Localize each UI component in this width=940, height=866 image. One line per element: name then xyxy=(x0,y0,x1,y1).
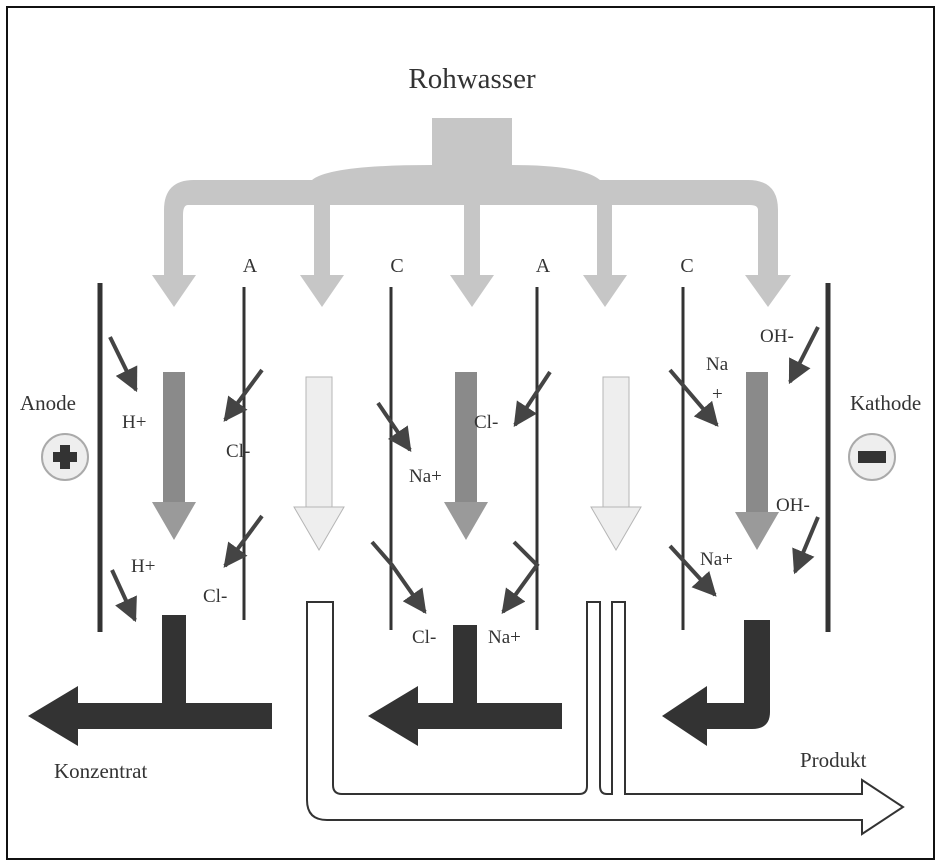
membrane-label-a2: A xyxy=(536,255,551,277)
plus-icon xyxy=(41,433,89,481)
ion-arrow-oh-cathode-bottom xyxy=(792,516,820,575)
ion-label-h-bottom: H+ xyxy=(131,556,155,577)
concentrate-flow-arrow-2 xyxy=(444,372,488,540)
ion-label-na-c2-top-2: + xyxy=(712,384,723,405)
ion-label-na-c2-bottom: Na+ xyxy=(700,549,733,570)
concentrate-label: Konzentrat xyxy=(54,759,147,783)
concentrate-arrow-3 xyxy=(662,620,770,746)
ion-label-cl-a1-bottom: Cl- xyxy=(203,586,227,607)
membrane-label-c2: C xyxy=(680,255,693,277)
membrane-label-c1: C xyxy=(390,255,403,277)
membrane-label-a1: A xyxy=(243,255,258,277)
concentrate-arrow-2 xyxy=(368,686,562,746)
ion-label-na-c1-top: Na+ xyxy=(409,466,442,487)
ion-arrow-h-anode-top xyxy=(108,336,138,393)
concentrate-flow-arrow-3 xyxy=(735,372,779,550)
ion-arrow-na-c2-bottom xyxy=(668,544,717,597)
ion-arrow-na-c1-top xyxy=(376,401,412,452)
inlet-arrow-5 xyxy=(745,275,791,307)
ion-arrow-cl-a1-top xyxy=(223,368,264,422)
ion-label-cl-c1-bottom: Cl- xyxy=(412,627,436,648)
inlet-arrow-2 xyxy=(300,275,344,307)
minus-icon xyxy=(848,433,896,481)
ion-arrow-na-a2-bottom xyxy=(501,540,540,614)
inlet-arrow-3 xyxy=(450,275,494,307)
product-label: Produkt xyxy=(800,748,867,772)
inlet-arrow-1 xyxy=(152,275,196,307)
ion-label-na-c2-top-1: Na xyxy=(706,354,729,375)
ion-arrow-h-anode-bottom xyxy=(110,569,137,623)
ion-arrow-cl-a1-bottom xyxy=(223,514,264,568)
ion-label-h-top: H+ xyxy=(122,412,146,433)
raw-water-manifold xyxy=(164,118,778,275)
concentrate-flow-arrow-1 xyxy=(152,372,196,540)
ion-label-cl-a1-top: Cl- xyxy=(226,441,250,462)
title-rohwasser: Rohwasser xyxy=(408,63,536,95)
concentrate-outlet xyxy=(28,615,770,746)
concentrate-arrow-1 xyxy=(28,686,272,746)
anode-label: Anode xyxy=(20,391,76,415)
ion-arrow-oh-cathode-top xyxy=(788,326,820,385)
ion-label-na-a2-bottom: Na+ xyxy=(488,627,521,648)
ion-label-oh-bottom: OH- xyxy=(776,495,810,516)
cathode-label: Kathode xyxy=(850,391,921,415)
concentrate-stem-1 xyxy=(162,615,186,703)
concentrate-stem-2 xyxy=(453,625,477,703)
ion-arrow-cl-c1-bottom xyxy=(370,540,427,614)
ion-arrow-na-c2-top xyxy=(668,368,719,427)
diluate-flow-arrow-1 xyxy=(293,376,345,551)
inlet-arrow-4 xyxy=(583,275,627,307)
ion-migration-arrows xyxy=(108,326,820,623)
diluate-flow-arrow-2 xyxy=(590,376,642,551)
ion-arrow-cl-a2-top xyxy=(513,370,552,428)
product-outlet-arrow xyxy=(306,601,905,836)
ion-label-cl-a2-top: Cl- xyxy=(474,412,498,433)
ion-label-oh-top: OH- xyxy=(760,326,794,347)
raw-water-inlet-arrows xyxy=(152,275,791,307)
